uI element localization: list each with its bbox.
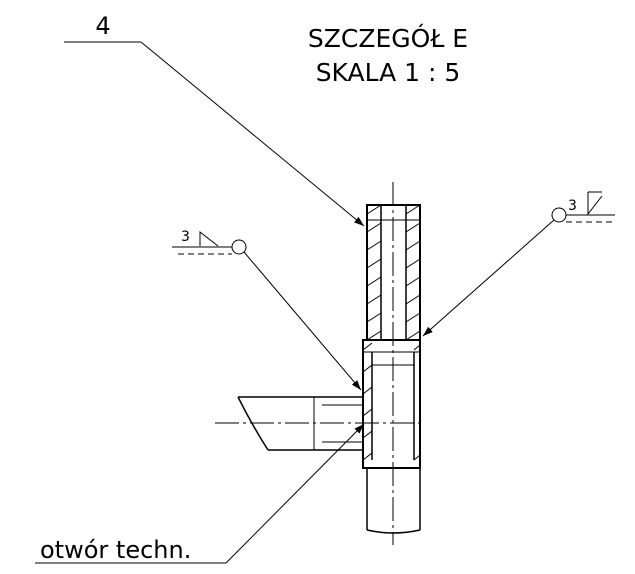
sleeve-hatching	[362, 342, 421, 461]
branch-break-edge	[237, 396, 269, 451]
weld-left-size: 3	[181, 229, 190, 245]
branch-pipe	[215, 396, 420, 451]
sleeve-outline	[362, 339, 421, 469]
tube-hatching-right	[405, 204, 421, 341]
weld-left-fillet-icon	[199, 230, 219, 247]
detail-scale: SKALA 1 : 5	[316, 58, 461, 87]
tech-hole-callout: otwór techn.	[35, 423, 365, 564]
part-number-leader	[140, 41, 365, 227]
detail-title: SZCZEGÓŁ E	[308, 23, 468, 53]
weld-right-bevel-icon	[587, 192, 603, 216]
sleeve-section	[362, 339, 421, 534]
lower-tube-break	[366, 529, 421, 534]
tube-hatching-left	[366, 204, 382, 341]
weld-right-leader	[422, 219, 555, 337]
weld-left-all-around-icon	[231, 239, 247, 255]
weld-right-all-around-icon	[551, 207, 567, 223]
tech-hole-label: otwór techn.	[40, 536, 191, 564]
tech-hole-leader	[225, 423, 365, 564]
part-number-callout: 4	[64, 12, 365, 227]
part-number: 4	[95, 12, 110, 40]
weld-symbol-right: 3	[422, 191, 615, 337]
weld-left-leader	[243, 251, 362, 391]
weld-symbol-left: 3	[172, 229, 362, 391]
weld-right-size: 3	[568, 198, 577, 214]
